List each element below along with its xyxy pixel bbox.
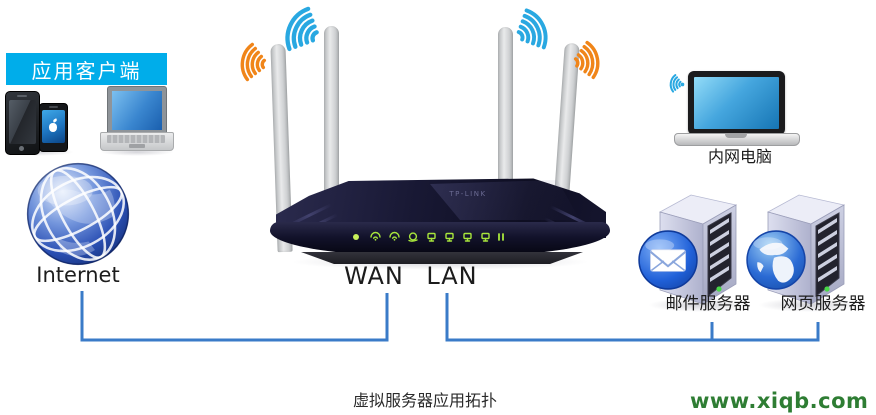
wifi-signal-orange-left-icon [227, 39, 272, 84]
client-laptop-keyboard [107, 135, 165, 143]
client-laptop-screen [112, 91, 162, 130]
smartphone-screen [9, 100, 36, 144]
client-laptop-trackpad [129, 144, 145, 148]
led-wifi-5g [389, 231, 400, 241]
smartphone-speaker [17, 95, 27, 97]
intranet-pc-base [674, 133, 800, 146]
led-lan2 [445, 232, 454, 242]
intranet-pc-notch [725, 134, 747, 138]
mail-server-shadow [648, 298, 752, 312]
router-base [301, 252, 583, 264]
router-antenna-3 [498, 27, 513, 217]
smartphone-icon [5, 91, 40, 155]
web-server-label: 网页服务器 [780, 294, 866, 314]
internet-globe-icon [25, 161, 131, 267]
mail-server-label: 邮件服务器 [665, 294, 751, 314]
led-lan4 [481, 232, 490, 242]
apple-smartphone-icon [39, 103, 68, 152]
watermark-link[interactable]: www.xiqb.com [690, 389, 869, 413]
router-brand-label: TP-LINK [449, 190, 487, 198]
web-globe-icon [745, 229, 807, 291]
laptop-shadow [100, 148, 174, 156]
intranet-pc-icon [688, 71, 785, 135]
led-lan3 [463, 232, 472, 242]
router-antenna-2 [324, 26, 339, 218]
led-lan1 [427, 232, 436, 242]
internet-label: Internet [36, 263, 120, 287]
web-server-shadow [758, 298, 862, 312]
client-laptop-icon [100, 86, 174, 151]
mail-envelope-icon [637, 229, 699, 291]
apple-logo-icon [49, 123, 57, 132]
client-group-banner: 应用客户端 [6, 53, 167, 85]
wan-internet-link [80, 291, 389, 342]
lan-port-label: LAN [426, 262, 478, 290]
router-led-row [353, 231, 504, 242]
wan-port-label: WAN [344, 262, 404, 290]
pc-wifi-signal-icon [657, 68, 686, 97]
intranet-pc-screen [694, 77, 779, 129]
client-laptop-lid [107, 86, 167, 135]
intranet-pc-label: 内网电脑 [707, 147, 772, 166]
led-power [353, 234, 359, 240]
wifi-signal-blue-right-icon [504, 0, 565, 60]
router-front-panel [270, 222, 610, 256]
router-top-sheen [430, 180, 580, 220]
client-laptop-base [100, 132, 174, 151]
led-usb [498, 233, 504, 241]
apple-smartphone-speaker [49, 106, 58, 108]
client-group-label: 应用客户端 [31, 58, 142, 83]
diagram-caption: 虚拟服务器应用拓扑 [352, 391, 497, 410]
smartphone-home-button [19, 146, 24, 151]
led-wifi-2g [370, 231, 381, 241]
led-internet [408, 232, 418, 242]
